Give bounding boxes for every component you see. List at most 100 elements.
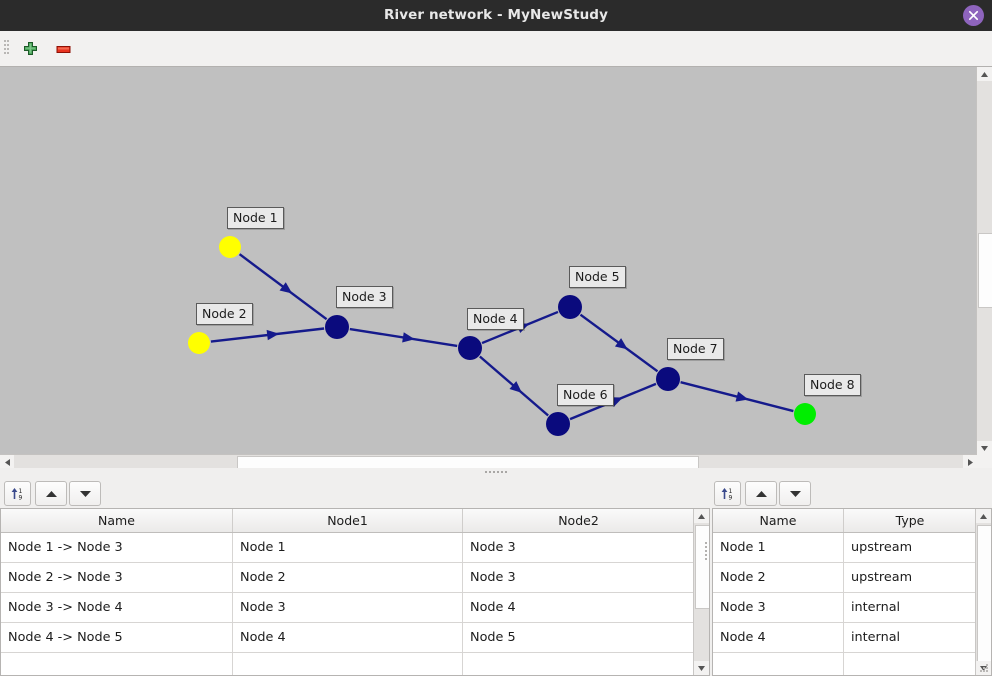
branches-cell[interactable]: Node 1 bbox=[233, 533, 463, 562]
window-resize-grip[interactable] bbox=[980, 664, 989, 673]
branches-cell[interactable]: Node 3 bbox=[233, 593, 463, 622]
nodes-cell[interactable]: Node 4 bbox=[713, 623, 844, 652]
node-label-node-5[interactable]: Node 5 bbox=[569, 266, 626, 288]
graph-edge-arrowhead bbox=[614, 338, 628, 350]
graph-node-node-1[interactable] bbox=[219, 236, 241, 258]
branches-cell bbox=[463, 653, 694, 675]
nodes-sort-button[interactable]: 1 9 bbox=[714, 481, 741, 506]
nodes-cell[interactable]: upstream bbox=[851, 540, 913, 555]
node-label-node-6[interactable]: Node 6 bbox=[557, 384, 614, 406]
branches-cell[interactable]: Node 2 -> Node 3 bbox=[1, 563, 233, 592]
graph-node-node-8[interactable] bbox=[794, 403, 816, 425]
graph-node-node-2[interactable] bbox=[188, 332, 210, 354]
sort-ascending-icon: 1 9 bbox=[11, 488, 23, 501]
node-label-node-2[interactable]: Node 2 bbox=[196, 303, 253, 325]
graph-edge-arrowhead bbox=[266, 329, 280, 341]
branches-cell[interactable]: Node 4 bbox=[233, 623, 463, 652]
add-node-icon[interactable] bbox=[18, 38, 42, 60]
horizontal-splitter[interactable] bbox=[0, 468, 992, 477]
nodes-move-down-button[interactable] bbox=[779, 481, 811, 506]
move-down-icon bbox=[79, 490, 91, 497]
branches-cell[interactable]: Node 3 bbox=[470, 540, 516, 555]
nodes-scroll-up-arrow-icon[interactable] bbox=[976, 509, 991, 523]
graph-node-node-6[interactable] bbox=[546, 412, 570, 436]
sort-ascending-icon: 1 9 bbox=[721, 488, 733, 502]
branches-cell[interactable]: Node 3 bbox=[470, 570, 516, 585]
branches-cell[interactable]: Node 1 -> Node 3 bbox=[1, 533, 233, 562]
branches-scroll-thumb[interactable] bbox=[695, 525, 709, 609]
branches-cell[interactable]: Node 4 -> Node 5 bbox=[1, 623, 233, 652]
table-row[interactable]: Node 2 upstream bbox=[713, 563, 991, 593]
scroll-down-arrow-icon[interactable] bbox=[977, 441, 992, 455]
table-row[interactable]: Node 4 internal bbox=[713, 623, 991, 653]
close-icon[interactable] bbox=[963, 5, 984, 26]
move-down-icon bbox=[789, 490, 801, 497]
graph-node-node-4[interactable] bbox=[458, 336, 482, 360]
canvas-horizontal-scrollbar[interactable] bbox=[0, 454, 977, 470]
nodes-column-header[interactable]: Name bbox=[713, 509, 844, 532]
nodes-cell[interactable]: Node 2 bbox=[713, 563, 844, 592]
nodes-move-up-button[interactable] bbox=[745, 481, 777, 506]
network-graph bbox=[188, 236, 816, 436]
network-canvas[interactable]: Node 1 Node 2 Node 3 Node 4 Node 5 Node 6 Node… bbox=[0, 67, 977, 455]
nodes-table-vertical-scrollbar[interactable] bbox=[975, 509, 991, 675]
branches-sort-button[interactable]: 1 9 bbox=[4, 481, 31, 506]
nodes-cell[interactable]: upstream bbox=[851, 570, 913, 585]
table-row-empty[interactable] bbox=[1, 653, 709, 675]
branches-cell[interactable]: Node 3 -> Node 4 bbox=[1, 593, 233, 622]
node-label-node-7[interactable]: Node 7 bbox=[667, 338, 724, 360]
scroll-right-arrow-icon[interactable] bbox=[963, 455, 977, 469]
scroll-left-arrow-icon[interactable] bbox=[0, 455, 14, 469]
network-diagram-panel: Node 1 Node 2 Node 3 Node 4 Node 5 Node 6 Node… bbox=[0, 66, 992, 470]
branches-cell bbox=[233, 653, 463, 675]
svg-text:1: 1 bbox=[729, 488, 733, 495]
graph-node-node-5[interactable] bbox=[558, 295, 582, 319]
svg-text:9: 9 bbox=[729, 495, 733, 502]
branches-table-vertical-scrollbar[interactable] bbox=[693, 509, 709, 675]
graph-node-node-3[interactable] bbox=[325, 315, 349, 339]
scroll-up-arrow-icon[interactable] bbox=[977, 67, 992, 81]
branches-cell[interactable]: Node 2 bbox=[233, 563, 463, 592]
node-label-node-4[interactable]: Node 4 bbox=[467, 308, 524, 330]
vscroll-thumb[interactable] bbox=[978, 233, 992, 308]
delete-node-icon[interactable] bbox=[51, 38, 75, 60]
branches-cell[interactable]: Node 5 bbox=[470, 630, 516, 645]
nodes-scroll-thumb[interactable] bbox=[977, 525, 991, 663]
nodes-cell[interactable]: internal bbox=[851, 630, 901, 645]
branches-column-header[interactable]: Name bbox=[1, 509, 233, 532]
toolbar-grip[interactable] bbox=[4, 38, 10, 60]
svg-text:1: 1 bbox=[19, 488, 23, 495]
graph-edge-arrowhead bbox=[402, 332, 415, 343]
nodes-cell[interactable]: internal bbox=[851, 600, 901, 615]
branches-scroll-down-arrow-icon[interactable] bbox=[694, 661, 709, 675]
vertical-pane-divider[interactable] bbox=[705, 540, 710, 564]
branches-move-down-button[interactable] bbox=[69, 481, 101, 506]
node-label-node-3[interactable]: Node 3 bbox=[336, 286, 393, 308]
window-title: River network - MyNewStudy bbox=[384, 7, 608, 23]
node-label-node-8[interactable]: Node 8 bbox=[804, 374, 861, 396]
canvas-vertical-scrollbar[interactable] bbox=[976, 67, 992, 455]
branches-scroll-up-arrow-icon[interactable] bbox=[694, 509, 709, 523]
branches-move-up-button[interactable] bbox=[35, 481, 67, 506]
graph-node-node-7[interactable] bbox=[656, 367, 680, 391]
nodes-cell[interactable]: Node 1 bbox=[713, 533, 844, 562]
nodes-column-header[interactable]: Type bbox=[895, 513, 925, 528]
node-label-node-1[interactable]: Node 1 bbox=[227, 207, 284, 229]
table-row[interactable]: Node 1 upstream bbox=[713, 533, 991, 563]
branches-column-header[interactable]: Node1 bbox=[233, 509, 463, 532]
table-row-empty[interactable] bbox=[713, 653, 991, 675]
nodes-cell[interactable]: Node 3 bbox=[713, 593, 844, 622]
table-row[interactable]: Node 3 internal bbox=[713, 593, 991, 623]
branches-column-header[interactable]: Node2 bbox=[558, 513, 599, 528]
branches-cell[interactable]: Node 4 bbox=[470, 600, 516, 615]
